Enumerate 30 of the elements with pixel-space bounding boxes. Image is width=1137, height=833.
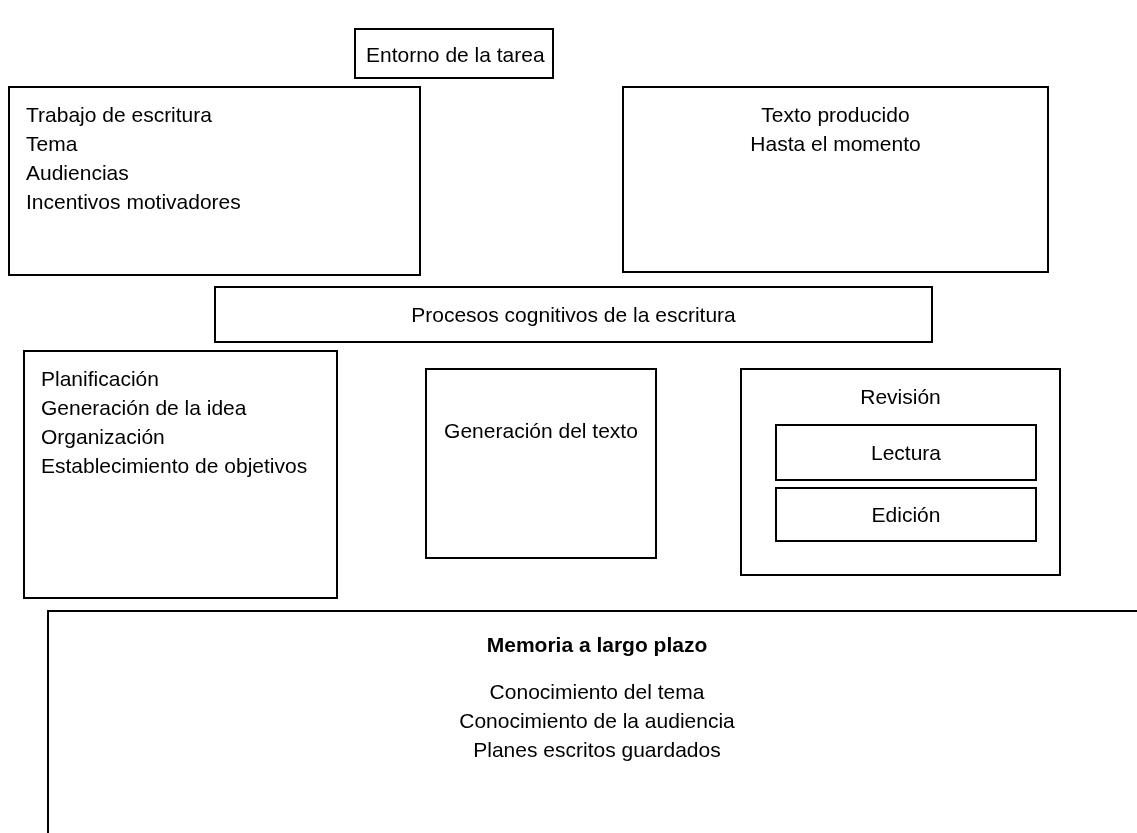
box-title: Edición [870,502,942,528]
box-title: Trabajo de escritura [26,102,213,128]
heading: Procesos cognitivos de la escritura [410,302,737,328]
task-box [8,86,421,276]
box-title: Generación del texto [443,418,639,444]
heading-box [214,286,933,343]
process-box [740,368,1061,576]
list-item: Conocimiento de la audiencia [458,708,736,734]
box-title: Planificación [41,366,160,392]
list-item: Audiencias [26,160,130,186]
list-item: Establecimiento de objetivos [41,453,309,479]
memory-box [47,610,1137,833]
text-box [622,86,1049,273]
list-item: Generación de la idea [41,395,248,421]
box-title: Revisión [859,384,942,410]
list-item: Planes escritos guardados [472,737,722,763]
subprocess-box [775,424,1037,481]
title-box [354,28,554,79]
process-box [23,350,338,599]
list-item: Tema [26,131,79,157]
list-item: Organización [41,424,166,450]
list-item: Conocimiento del tema [488,679,706,705]
subprocess-box [775,487,1037,542]
box-title: Memoria a largo plazo [485,632,709,658]
process-box [425,368,657,559]
box-title: Texto producido [760,102,911,128]
heading: Entorno de la tarea [365,42,546,68]
list-item: Incentivos motivadores [26,189,242,215]
box-title: Lectura [869,440,942,466]
box-subtitle: Hasta el momento [749,131,922,157]
